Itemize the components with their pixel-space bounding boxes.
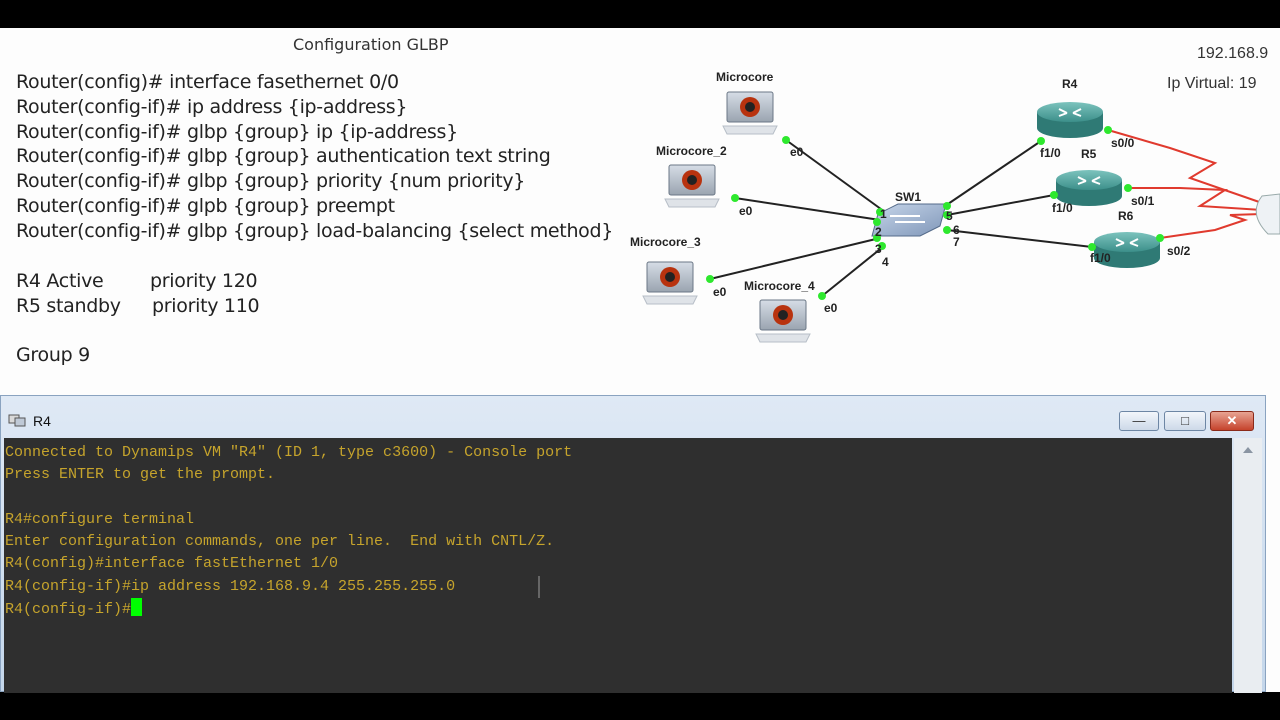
port-label: 1: [880, 207, 887, 221]
console-line: R4(config-if)#ip address 192.168.9.4 255…: [5, 577, 456, 595]
port-label: e0: [739, 204, 753, 218]
console-line: Enter configuration commands, one per li…: [5, 533, 555, 551]
console-line: R4(config)#interface fastEthernet 1/0: [5, 555, 339, 573]
port-label: 5: [946, 209, 953, 223]
close-icon: ✕: [1226, 413, 1238, 428]
console-window[interactable]: R4 — □ ✕ Connected to Dynamips VM "R4" (…: [0, 395, 1266, 693]
text-cursor-icon: [538, 576, 540, 598]
command-line: Router(config-if)# glbp {group} ip {ip-a…: [16, 120, 458, 143]
role-name-r4: R4 Active: [16, 270, 104, 292]
slide-title: Configuration GLBP: [293, 35, 449, 54]
router-label: R4: [1062, 77, 1078, 91]
port-label: f1/0: [1052, 201, 1073, 215]
window-titlebar[interactable]: R4 — □ ✕: [1, 396, 1265, 438]
role-priority-r4: priority 120: [150, 270, 258, 292]
router-label: R6: [1118, 209, 1134, 223]
role-priority-r5: priority 110: [152, 295, 260, 317]
switch-label: SW1: [895, 190, 921, 204]
command-line: Router(config)# interface fasethernet 0/…: [16, 71, 399, 93]
port-label: s0/1: [1131, 194, 1155, 208]
serial-links: [1107, 129, 1266, 239]
maximize-icon: □: [1181, 413, 1189, 428]
terminal-app-icon: [8, 414, 26, 427]
switch-icon[interactable]: [871, 203, 947, 237]
port-label: e0: [824, 301, 838, 315]
pc-icon[interactable]: [755, 299, 811, 343]
command-line: Router(config-if)# glpb {group} preempt: [16, 194, 395, 217]
command-line: Router(config-if)# glbp {group} load-bal…: [16, 219, 614, 242]
command-line: Router(config-if)# ip address {ip-addres…: [16, 95, 408, 118]
ip-header-text: 192.168.9: [1197, 45, 1269, 62]
command-list: Router(config)# interface fasethernet 0/…: [16, 70, 613, 244]
port-label: f1/0: [1090, 251, 1111, 265]
host-label: Microcore_2: [656, 144, 727, 158]
console-line: Connected to Dynamips VM "R4" (ID 1, typ…: [5, 444, 573, 461]
router-icon[interactable]: [1094, 232, 1160, 268]
router-icon[interactable]: [1056, 170, 1122, 206]
terminal-cursor: [131, 598, 143, 617]
minimize-icon: —: [1132, 413, 1146, 428]
port-label: e0: [713, 285, 727, 299]
command-line: Router(config-if)# glbp {group} priority…: [16, 170, 526, 193]
console-prompt: R4(config-if)#: [5, 601, 132, 619]
ip-virtual-text: Ip Virtual: 19: [1167, 75, 1257, 92]
maximize-button[interactable]: □: [1164, 411, 1206, 431]
port-label: s0/2: [1167, 244, 1191, 258]
pc-icon[interactable]: [642, 261, 698, 305]
pc-icon[interactable]: [664, 164, 720, 208]
window-title: R4: [33, 413, 51, 429]
host-label: Microcore_4: [744, 279, 815, 293]
console-line: Press ENTER to get the prompt.: [5, 466, 276, 484]
terminal-output[interactable]: Connected to Dynamips VM "R4" (ID 1, typ…: [4, 438, 1232, 693]
port-label: f1/0: [1040, 146, 1061, 160]
minimize-button[interactable]: —: [1119, 411, 1159, 431]
port-label: 2: [875, 225, 882, 239]
port-label: s0/0: [1111, 136, 1135, 150]
port-label: 7: [953, 235, 960, 249]
port-label: 3: [875, 242, 882, 256]
ethernet-links: [709, 139, 1093, 297]
host-label: Microcore_3: [630, 235, 701, 249]
router-label: R5: [1081, 147, 1097, 161]
port-label: 6: [953, 223, 960, 237]
command-line: Router(config-if)# glbp {group} authenti…: [16, 145, 551, 168]
vertical-scrollbar[interactable]: [1234, 438, 1262, 693]
scroll-up-arrow-icon[interactable]: [1243, 447, 1253, 453]
console-line: R4#configure terminal: [5, 510, 195, 528]
pc-icon[interactable]: [722, 91, 778, 135]
network-topology-diagram: Microcore Microcore_2 Microcore_3 Microc…: [630, 70, 1280, 343]
port-label: 4: [882, 255, 889, 269]
router-icon[interactable]: [1037, 102, 1103, 138]
host-label: Microcore: [716, 70, 774, 84]
port-indicators: [706, 126, 1164, 300]
group-label: Group 9: [16, 344, 90, 366]
role-name-r5: R5 standby: [16, 295, 121, 317]
close-button[interactable]: ✕: [1210, 411, 1254, 431]
port-label: e0: [790, 145, 804, 159]
cloud-icon: [1255, 193, 1280, 235]
